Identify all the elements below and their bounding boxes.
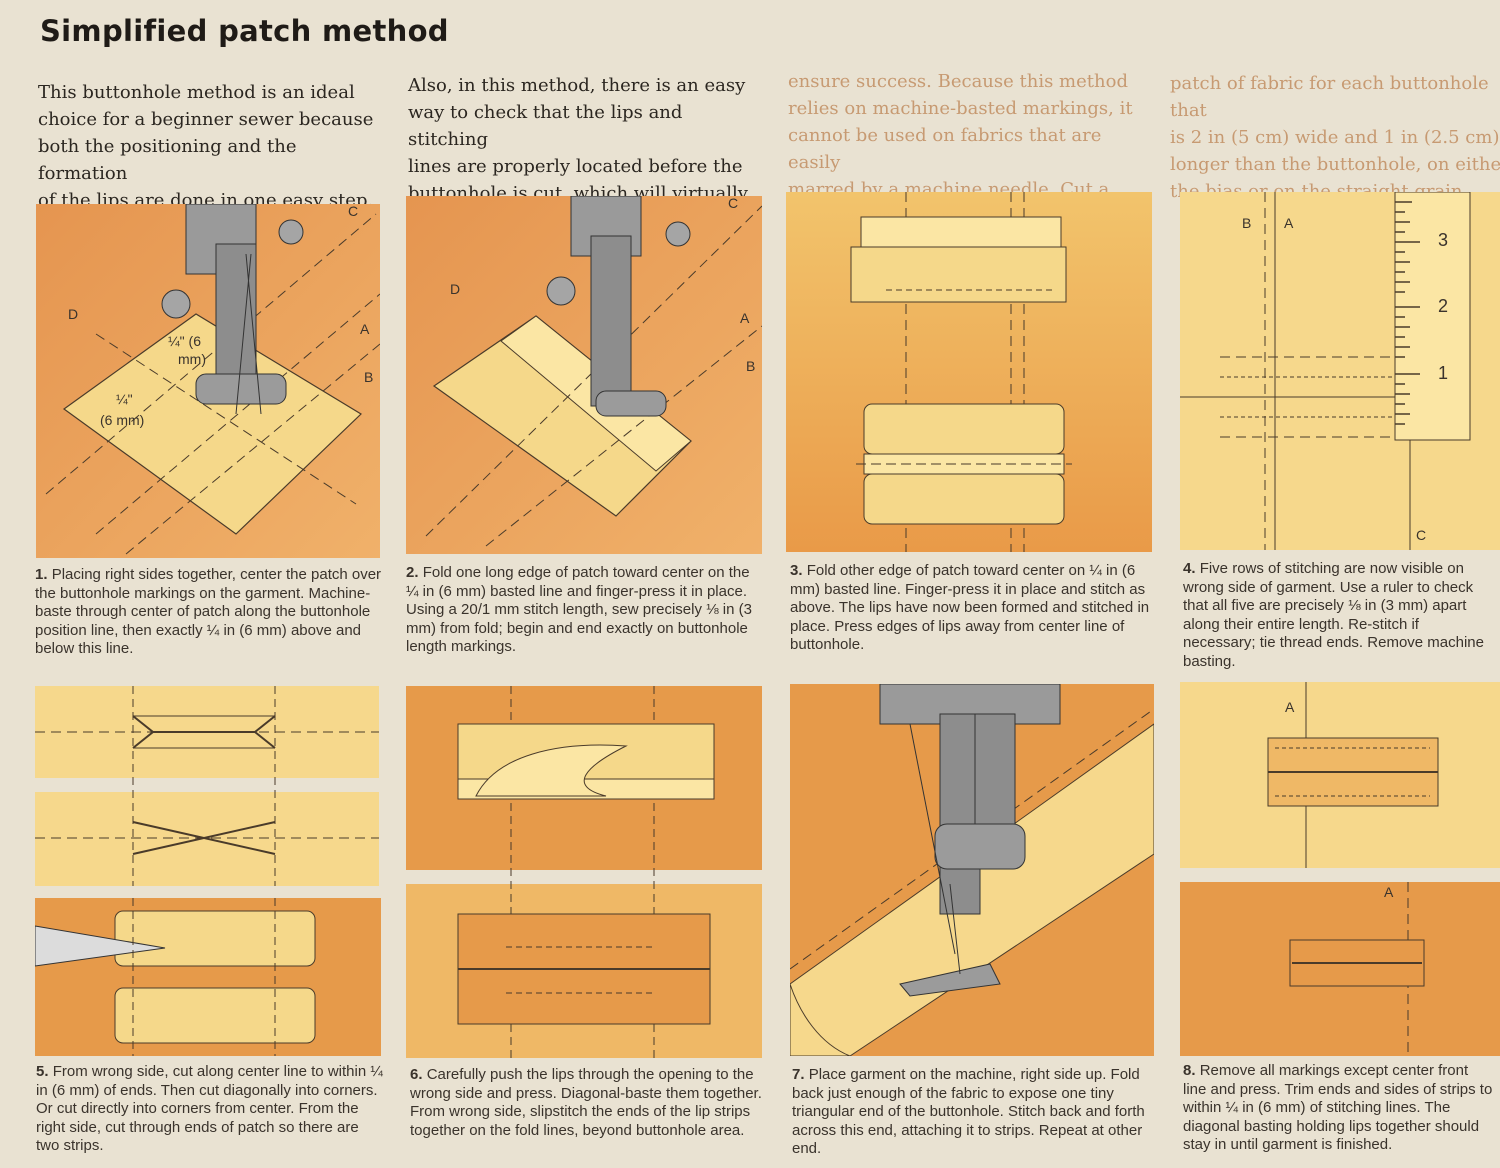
label-a: A bbox=[360, 321, 370, 337]
measure-label-2a: ¼" bbox=[116, 391, 133, 407]
label-b: B bbox=[1242, 215, 1251, 231]
step-text: Fold other edge of patch toward center o… bbox=[790, 562, 1150, 653]
step-7-caption: 7. Place garment on the machine, right s… bbox=[792, 1066, 1154, 1159]
measure-label-1b: mm) bbox=[178, 351, 206, 367]
step-1-caption: 1. Placing right sides together, center … bbox=[35, 566, 383, 659]
label-a: A bbox=[1284, 215, 1294, 231]
ruler-ticks bbox=[1395, 201, 1420, 425]
step-8-illustration: A A bbox=[1180, 682, 1500, 1056]
label-b: B bbox=[364, 369, 373, 385]
step-text: Fold one long edge of patch toward cente… bbox=[406, 564, 752, 655]
intro-column-4: patch of fabric for each buttonhole that… bbox=[1170, 73, 1500, 202]
step-number: 4. bbox=[1183, 560, 1196, 577]
step-text: Carefully push the lips through the open… bbox=[410, 1066, 762, 1139]
step-text: Place garment on the machine, right side… bbox=[792, 1066, 1145, 1157]
ruler-number-2: 2 bbox=[1438, 296, 1448, 316]
step-7-illustration bbox=[790, 684, 1154, 1056]
step-1-illustration: C D A B ¼" (6 mm) ¼" (6 mm) bbox=[36, 204, 380, 558]
label-c: C bbox=[348, 204, 358, 219]
step-6-illustration bbox=[406, 686, 762, 1058]
measure-label-1a: ¼" (6 bbox=[168, 333, 201, 349]
intro-column-2: Also, in this method, there is an easy w… bbox=[408, 75, 748, 204]
step-8-caption: 8. Remove all markings except center fro… bbox=[1183, 1062, 1495, 1155]
label-b: B bbox=[746, 358, 755, 374]
step-number: 6. bbox=[410, 1066, 423, 1083]
step-text: Remove all markings except center front … bbox=[1183, 1062, 1493, 1153]
step-number: 7. bbox=[792, 1066, 805, 1083]
step-4-caption: 4. Five rows of stitching are now visibl… bbox=[1183, 560, 1495, 671]
ruler-number-1: 1 bbox=[1438, 363, 1448, 383]
ruler-number-3: 3 bbox=[1438, 230, 1448, 250]
page-title: Simplified patch method bbox=[40, 14, 449, 48]
step-number: 8. bbox=[1183, 1062, 1196, 1079]
intro-column-1: This buttonhole method is an ideal choic… bbox=[38, 82, 374, 211]
label-c: C bbox=[1416, 527, 1426, 543]
step-2-caption: 2. Fold one long edge of patch toward ce… bbox=[406, 564, 762, 657]
step-number: 2. bbox=[406, 564, 419, 581]
step-number: 1. bbox=[35, 566, 48, 583]
label-c: C bbox=[728, 196, 738, 211]
step-text: Five rows of stitching are now visible o… bbox=[1183, 560, 1484, 670]
step-number: 5. bbox=[36, 1063, 49, 1080]
step-2-illustration: C D A B bbox=[406, 196, 762, 554]
intro-column-3: ensure success. Because this method reli… bbox=[788, 71, 1133, 200]
step-text: From wrong side, cut along center line t… bbox=[36, 1063, 383, 1154]
step-text: Placing right sides together, center the… bbox=[35, 566, 382, 657]
label-d: D bbox=[68, 306, 78, 322]
label-a: A bbox=[1384, 884, 1394, 900]
step-number: 3. bbox=[790, 562, 803, 579]
step-4-illustration: B A C 3 2 1 bbox=[1180, 192, 1500, 550]
step-5-illustration bbox=[35, 686, 381, 1056]
step-3-illustration bbox=[786, 192, 1152, 552]
label-a: A bbox=[740, 310, 750, 326]
step-3-caption: 3. Fold other edge of patch toward cente… bbox=[790, 562, 1150, 655]
label-d: D bbox=[450, 281, 460, 297]
label-a: A bbox=[1285, 699, 1295, 715]
step-6-caption: 6. Carefully push the lips through the o… bbox=[410, 1066, 766, 1140]
step-5-caption: 5. From wrong side, cut along center lin… bbox=[36, 1063, 384, 1156]
measure-label-2b: (6 mm) bbox=[100, 412, 144, 428]
